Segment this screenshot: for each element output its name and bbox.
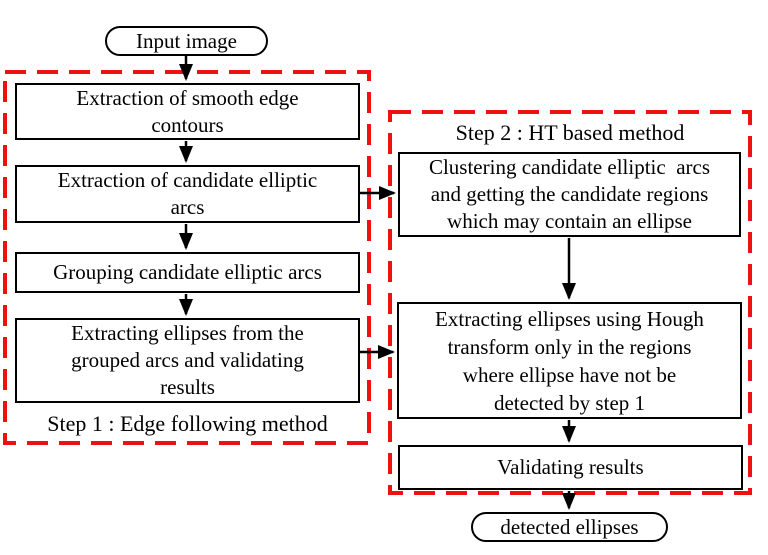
box-text-line: Extracting ellipses using Hough — [435, 306, 704, 331]
process-box-extracting-validating: Extracting ellipses from the grouped arc… — [15, 318, 360, 403]
box-text-line: transform only in the regions — [447, 334, 692, 359]
step1-label: Step 1 : Edge following method — [47, 411, 328, 436]
detected-ellipses-label: detected ellipses — [500, 514, 639, 539]
box-text-line: grouped arcs and validating — [71, 348, 304, 372]
box-text-line: and getting the candidate regions — [430, 182, 709, 206]
box-text-line: results — [160, 375, 215, 399]
process-box-clustering-regions: Clustering candidate elliptic arcs and g… — [398, 152, 741, 237]
detected-ellipses-terminal: detected ellipses — [471, 512, 668, 542]
process-box-grouping-arcs: Grouping candidate elliptic arcs — [15, 252, 360, 293]
input-image-terminal: Input image — [105, 26, 268, 56]
box-text-line: arcs — [170, 195, 205, 219]
box-text-line: Clustering candidate elliptic arcs — [428, 155, 711, 179]
step1-boundary-box — [3, 70, 371, 445]
process-box-hough-extraction: Extracting ellipses using Hough transfor… — [397, 302, 742, 419]
process-box-validating-results: Validating results — [398, 445, 743, 490]
process-box-smooth-edge-contours: Extraction of smooth edge contours — [15, 83, 360, 140]
box-text-line: which may contain an ellipse — [447, 209, 692, 233]
box-text-line: Validating results — [497, 455, 644, 479]
process-box-candidate-elliptic-arcs: Extraction of candidate elliptic arcs — [15, 165, 360, 223]
box-text-line: Extraction of candidate elliptic — [57, 168, 318, 192]
box-text-line: where ellipse have not be — [462, 362, 677, 387]
input-image-label: Input image — [136, 28, 237, 53]
step2-label: Step 2 : HT based method — [455, 120, 685, 145]
box-text-line: Extracting ellipses from the — [71, 321, 304, 345]
box-text-line: Extraction of smooth edge — [76, 85, 299, 110]
box-text-line: detected by step 1 — [493, 390, 646, 415]
box-text-line: contours — [151, 112, 224, 137]
box-text-line: Grouping candidate elliptic arcs — [53, 260, 322, 284]
step2-boundary-box — [388, 110, 752, 495]
